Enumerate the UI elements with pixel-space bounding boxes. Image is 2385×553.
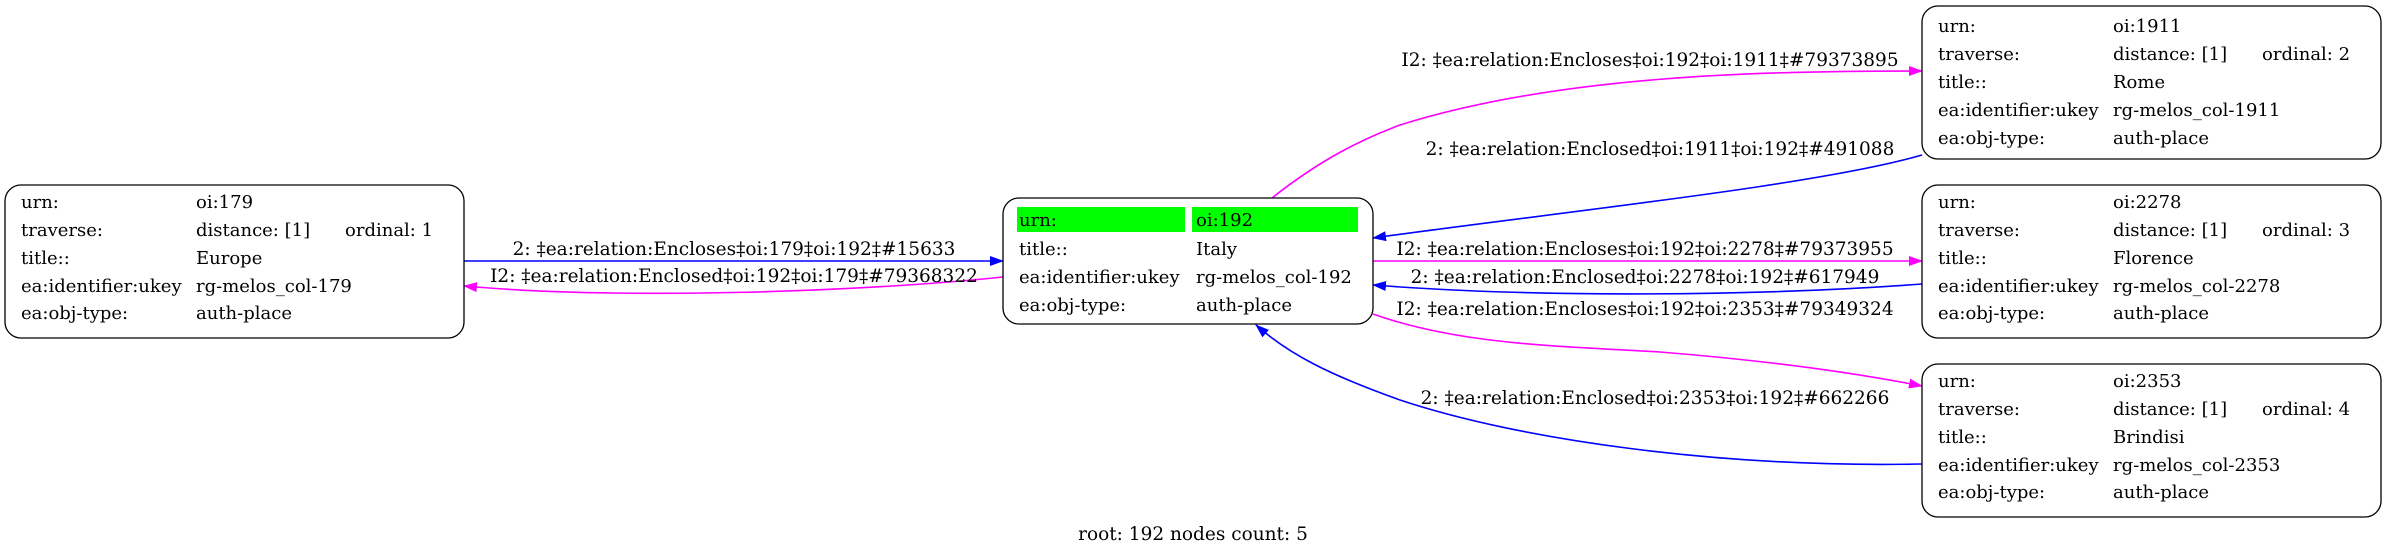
row-key-title: title:: — [1019, 239, 1068, 260]
row-extra-ordinal: ordinal: 4 — [2262, 399, 2350, 420]
edge-label: I2: ‡ea:relation:Encloses‡oi:192‡oi:2278… — [1396, 239, 1893, 260]
row-value-urn: oi:2278 — [2113, 192, 2181, 213]
row-key-title: title:: — [21, 248, 70, 269]
row-key-obj-type: ea:obj-type: — [1938, 128, 2045, 149]
row-key-urn: urn: — [21, 192, 59, 213]
row-value-urn: oi:192 — [1196, 210, 1253, 231]
graph-footer-summary: root: 192 nodes count: 5 — [1078, 524, 1308, 545]
row-value-traverse: distance: [1] — [2113, 44, 2227, 65]
row-key-urn: urn: — [1938, 192, 1976, 213]
row-value-title: Rome — [2113, 72, 2165, 93]
row-extra-ordinal: ordinal: 2 — [2262, 44, 2350, 65]
edge-line[interactable] — [1372, 313, 1923, 389]
root-highlight-key — [1017, 207, 1185, 232]
row-key-urn: urn: — [1938, 16, 1976, 37]
edge-label: 2: ‡ea:relation:Enclosed‡oi:2353‡oi:192‡… — [1421, 388, 1890, 409]
row-key-ukey: ea:identifier:ukey — [1019, 267, 1180, 288]
row-key-obj-type: ea:obj-type: — [1938, 303, 2045, 324]
row-value-obj-type: auth-place — [2113, 303, 2209, 324]
node-2278[interactable]: urn: oi:2278 traverse: distance: [1] ord… — [1921, 184, 2382, 339]
edge-179-to-192[interactable]: 2: ‡ea:relation:Encloses‡oi:179‡oi:192‡#… — [464, 239, 1004, 266]
node-1911[interactable]: urn: oi:1911 traverse: distance: [1] ord… — [1921, 5, 2382, 160]
node-179[interactable]: urn: oi:179 traverse: distance: [1] ordi… — [4, 184, 465, 339]
row-value-title: Florence — [2113, 248, 2194, 269]
row-key-ukey: ea:identifier:ukey — [1938, 276, 2099, 297]
nodes-layer: urn: oi:179 traverse: distance: [1] ordi… — [4, 5, 2382, 518]
edge-192-to-2278[interactable]: I2: ‡ea:relation:Encloses‡oi:192‡oi:2278… — [1373, 239, 1923, 266]
row-value-ukey: rg-melos_col-2353 — [2113, 455, 2280, 476]
row-key-obj-type: ea:obj-type: — [1938, 482, 2045, 503]
edge-line[interactable] — [463, 276, 1004, 295]
row-key-obj-type: ea:obj-type: — [21, 303, 128, 324]
row-extra-ordinal: ordinal: 3 — [2262, 220, 2350, 241]
row-key-traverse: traverse: — [1938, 44, 2020, 65]
row-value-ukey: rg-melos_col-1911 — [2113, 100, 2280, 121]
edge-line[interactable] — [1372, 281, 1923, 295]
edge-2278-to-192[interactable]: 2: ‡ea:relation:Enclosed‡oi:2278‡oi:192‡… — [1372, 267, 1923, 295]
row-key-title: title:: — [1938, 427, 1987, 448]
row-extra-ordinal: ordinal: 1 — [345, 220, 433, 241]
edge-192-to-1911[interactable]: I2: ‡ea:relation:Encloses‡oi:192‡oi:1911… — [1271, 50, 1923, 199]
row-key-title: title:: — [1938, 248, 1987, 269]
edge-line[interactable] — [1372, 154, 1923, 242]
row-value-traverse: distance: [1] — [2113, 399, 2227, 420]
row-value-urn: oi:179 — [196, 192, 253, 213]
node-2353[interactable]: urn: oi:2353 traverse: distance: [1] ord… — [1921, 363, 2382, 518]
node-box[interactable] — [1921, 5, 2382, 160]
edge-192-to-2353[interactable]: I2: ‡ea:relation:Encloses‡oi:192‡oi:2353… — [1372, 299, 1923, 389]
edge-192-to-179[interactable]: I2: ‡ea:relation:Enclosed‡oi:192‡oi:179‡… — [463, 266, 1004, 295]
row-key-traverse: traverse: — [1938, 399, 2020, 420]
edge-label: 2: ‡ea:relation:Enclosed‡oi:1911‡oi:192‡… — [1426, 139, 1895, 160]
row-value-title: Brindisi — [2113, 427, 2185, 448]
row-value-title: Europe — [196, 248, 262, 269]
edge-line[interactable] — [1271, 66, 1923, 199]
row-value-obj-type: auth-place — [2113, 128, 2209, 149]
row-value-obj-type: auth-place — [1196, 295, 1292, 316]
row-value-title: Italy — [1196, 239, 1238, 260]
row-key-traverse: traverse: — [21, 220, 103, 241]
edge-label: I2: ‡ea:relation:Encloses‡oi:192‡oi:2353… — [1396, 299, 1893, 320]
node-box[interactable] — [4, 184, 465, 339]
row-value-urn: oi:2353 — [2113, 371, 2181, 392]
edge-2353-to-192[interactable]: 2: ‡ea:relation:Enclosed‡oi:2353‡oi:192‡… — [1255, 324, 1923, 466]
row-key-traverse: traverse: — [1938, 220, 2020, 241]
edge-label: I2: ‡ea:relation:Encloses‡oi:192‡oi:1911… — [1401, 50, 1898, 71]
row-value-traverse: distance: [1] — [2113, 220, 2227, 241]
row-value-ukey: rg-melos_col-192 — [1196, 267, 1352, 288]
edge-line[interactable] — [1255, 324, 1923, 466]
row-value-traverse: distance: [1] — [196, 220, 310, 241]
row-value-ukey: rg-melos_col-179 — [196, 276, 352, 297]
row-key-ukey: ea:identifier:ukey — [1938, 455, 2099, 476]
row-key-ukey: ea:identifier:ukey — [1938, 100, 2099, 121]
edge-label: I2: ‡ea:relation:Enclosed‡oi:192‡oi:179‡… — [490, 266, 978, 287]
row-key-urn: urn: — [1019, 210, 1057, 231]
edge-label: 2: ‡ea:relation:Encloses‡oi:179‡oi:192‡#… — [513, 239, 956, 260]
edge-label: 2: ‡ea:relation:Enclosed‡oi:2278‡oi:192‡… — [1411, 267, 1880, 288]
edges-layer: 2: ‡ea:relation:Encloses‡oi:179‡oi:192‡#… — [463, 50, 1923, 466]
row-key-obj-type: ea:obj-type: — [1019, 295, 1126, 316]
node-box[interactable] — [1921, 363, 2382, 518]
node-box[interactable] — [1921, 184, 2382, 339]
row-key-title: title:: — [1938, 72, 1987, 93]
edge-1911-to-192[interactable]: 2: ‡ea:relation:Enclosed‡oi:1911‡oi:192‡… — [1372, 139, 1923, 242]
row-value-obj-type: auth-place — [196, 303, 292, 324]
row-value-urn: oi:1911 — [2113, 16, 2181, 37]
row-key-ukey: ea:identifier:ukey — [21, 276, 182, 297]
row-value-ukey: rg-melos_col-2278 — [2113, 276, 2280, 297]
row-value-obj-type: auth-place — [2113, 482, 2209, 503]
row-key-urn: urn: — [1938, 371, 1976, 392]
node-192-root[interactable]: urn: oi:192 title:: Italy ea:identifier:… — [1002, 197, 1374, 325]
root-highlight-value — [1192, 207, 1358, 232]
